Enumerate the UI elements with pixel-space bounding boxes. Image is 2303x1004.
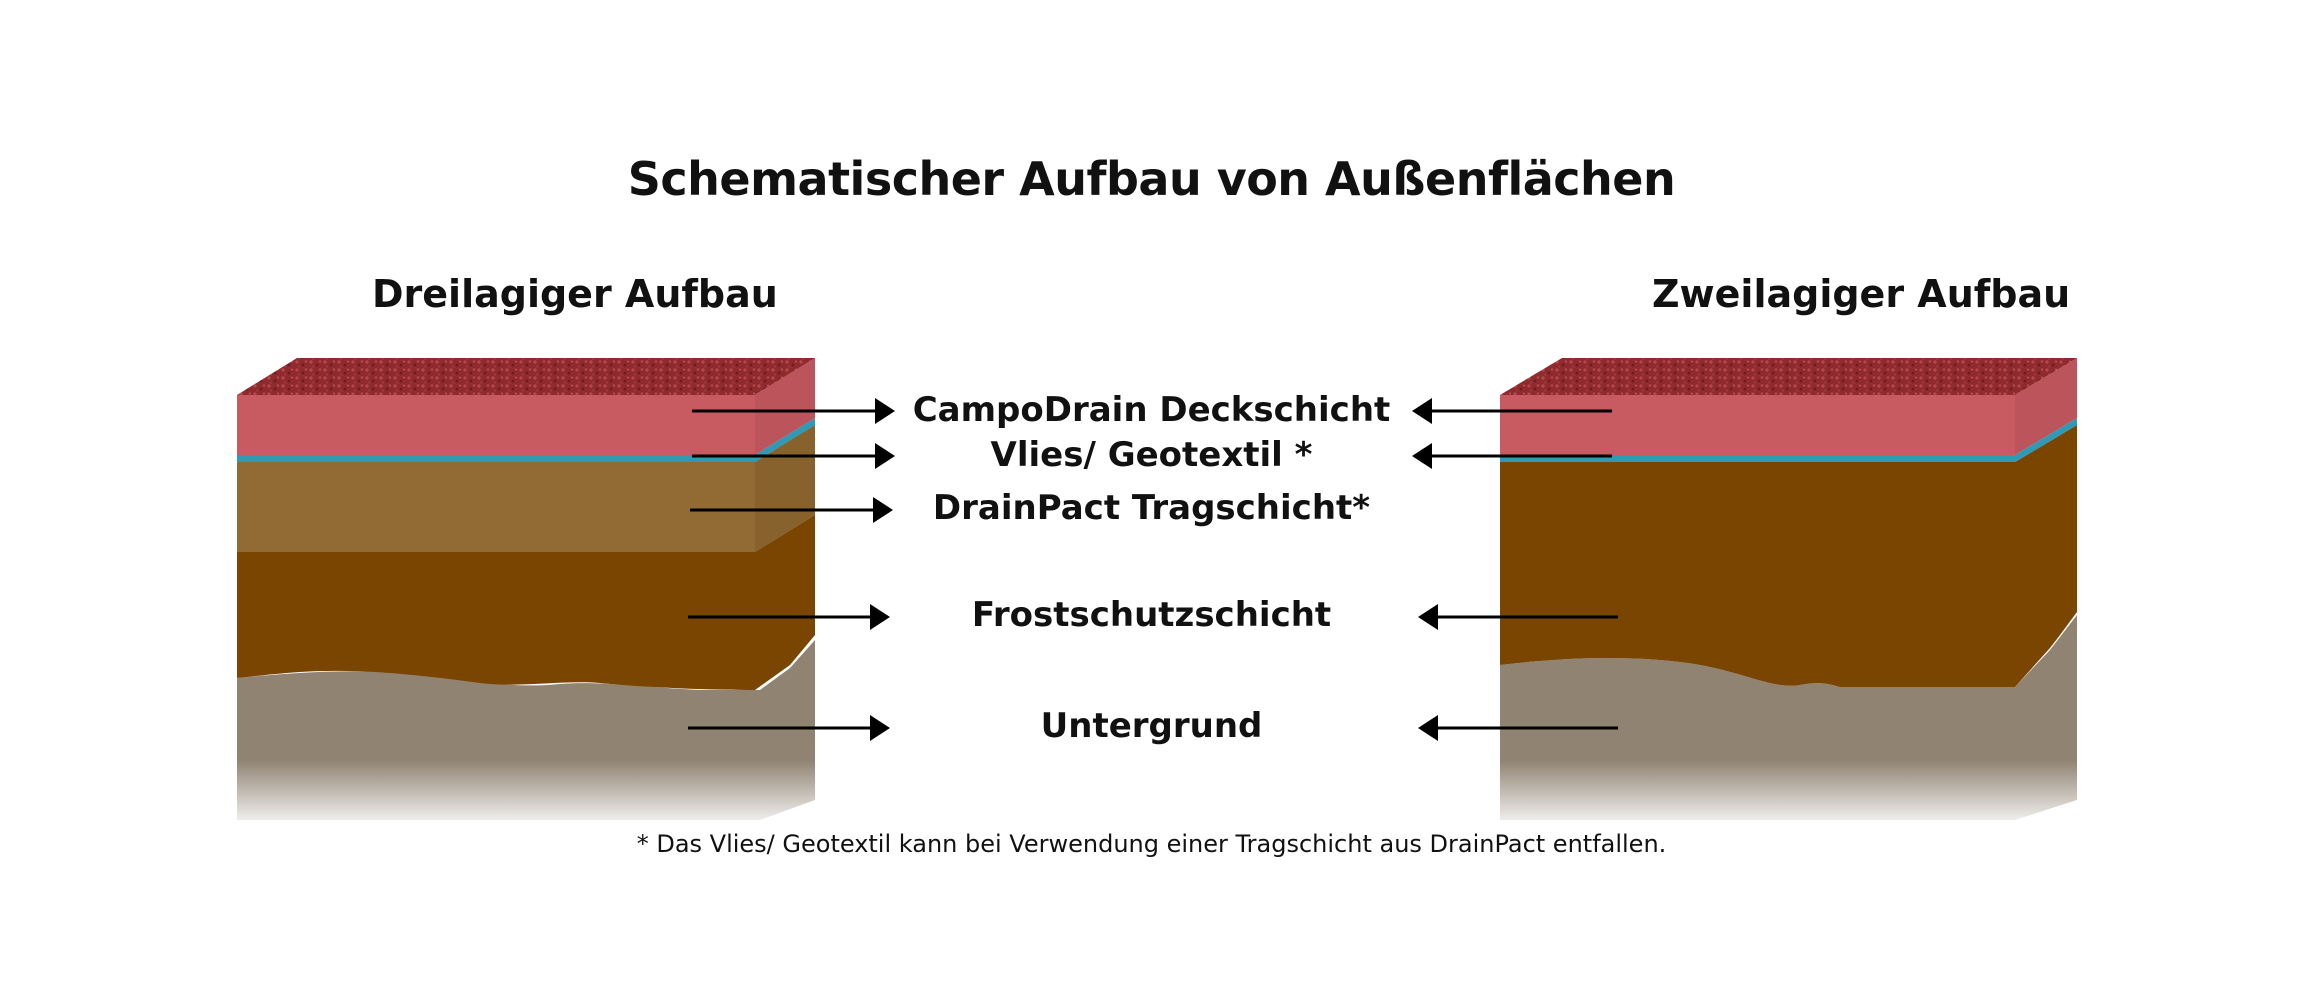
- arrow-left-drainpact: [690, 497, 893, 523]
- left-frost: [237, 515, 815, 690]
- left-deck-top: [237, 358, 815, 395]
- label-campodrain-deckschicht: CampoDrain Deckschicht: [912, 390, 1391, 430]
- right-frost: [1500, 425, 2077, 687]
- left-geotextile: [237, 455, 755, 462]
- right-deck-top: [1500, 358, 2077, 395]
- arrow-left-deck: [692, 398, 895, 424]
- label-drainpact-tragschicht: DrainPact Tragschicht*: [932, 488, 1371, 528]
- left-block: [230, 358, 825, 830]
- footnote: * Das Vlies/ Geotextil kann bei Verwendu…: [636, 830, 1667, 858]
- right-deck-side: [2015, 358, 2077, 455]
- diagram-title: Schematischer Aufbau von Außenflächen: [627, 152, 1676, 206]
- right-deck-side-shade: [2015, 358, 2077, 455]
- arrow-left-frost: [688, 604, 890, 630]
- arrow-right-geotextile: [1412, 443, 1612, 469]
- arrow-right-deck: [1412, 398, 1612, 424]
- label-vlies-geotextil: Vlies/ Geotextil *: [990, 435, 1313, 475]
- right-title: Zweilagiger Aufbau: [1652, 272, 2071, 316]
- left-deck-front: [237, 395, 755, 455]
- label-frostschutzschicht: Frostschutzschicht: [971, 595, 1332, 635]
- left-title: Dreilagiger Aufbau: [372, 272, 778, 316]
- left-drainpact: [237, 425, 815, 552]
- arrow-right-frost: [1418, 604, 1618, 630]
- right-deck-front: [1500, 395, 2015, 455]
- right-geotextile: [1500, 455, 2015, 462]
- right-geotextile-side: [2015, 418, 2077, 462]
- left-deck-side-shade: [755, 358, 815, 455]
- right-arrows: [1412, 398, 1618, 741]
- label-untergrund: Untergrund: [1040, 706, 1263, 746]
- arrow-left-geotextile: [692, 443, 895, 469]
- left-deck-side: [755, 358, 815, 455]
- left-arrows: [688, 398, 895, 741]
- arrow-left-subsoil: [688, 715, 890, 741]
- arrow-right-subsoil: [1418, 715, 1618, 741]
- right-block: [1493, 358, 2085, 830]
- left-geotextile-side: [755, 418, 815, 462]
